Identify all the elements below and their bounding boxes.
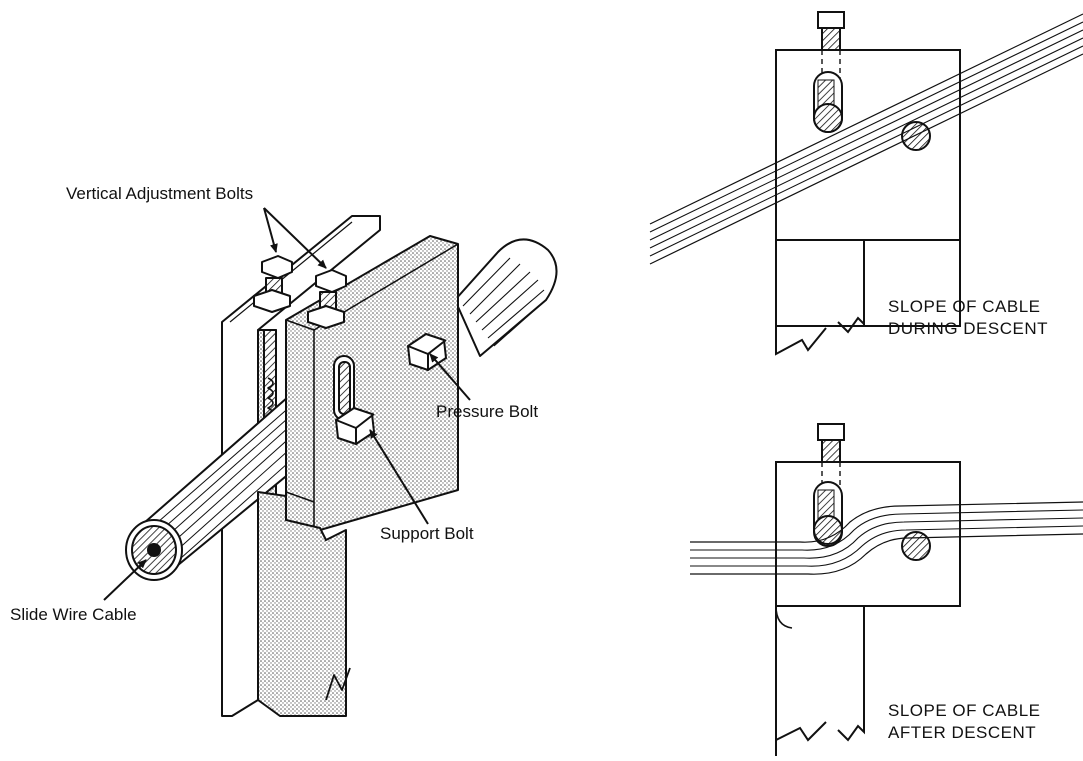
caption-during-descent-line1: SLOPE OF CABLE: [888, 297, 1041, 316]
descent-diagram-top: [649, 11, 1083, 356]
leader-arrows: [103, 207, 471, 601]
caption-during-descent-line2: DURING DESCENT: [888, 319, 1049, 338]
support-bolt-head: [335, 407, 375, 445]
vertical-adjustment-bolt-right: [307, 269, 347, 329]
caption-after-descent-line2: AFTER DESCENT: [888, 723, 1037, 742]
front-plate: [257, 235, 459, 717]
vertical-adjustment-bolt-left: [253, 255, 293, 313]
label-pressure-bolt: Pressure Bolt: [436, 402, 539, 421]
cable-rear-section: [454, 238, 558, 357]
label-support-bolt: Support Bolt: [380, 524, 474, 543]
descent-diagram-bottom: [690, 423, 1083, 756]
label-slide-wire-cable: Slide Wire Cable: [10, 605, 137, 624]
clamp-assembly: [103, 207, 558, 717]
label-vertical-adjustment-bolts: Vertical Adjustment Bolts: [66, 184, 254, 203]
caption-after-descent-line1: SLOPE OF CABLE: [888, 701, 1041, 720]
